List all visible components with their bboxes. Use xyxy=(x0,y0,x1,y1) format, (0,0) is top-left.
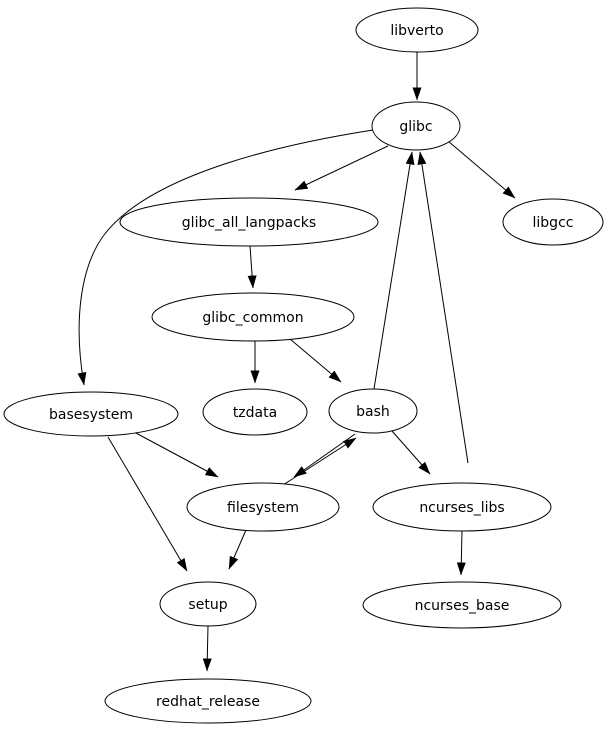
node-ellipse-glibc xyxy=(371,101,461,151)
node-label-redhat_release: redhat_release xyxy=(156,694,260,710)
node-ellipse-tzdata xyxy=(202,388,308,436)
node-label-bash: bash xyxy=(356,404,390,420)
edges-layer xyxy=(77,52,516,672)
node-bash: bash xyxy=(328,388,418,434)
edge-ncurses_libs-to-glibc xyxy=(417,151,469,464)
node-ncurses_libs: ncurses_libs xyxy=(372,482,552,532)
node-ellipse-ncurses_libs xyxy=(372,482,552,532)
node-libgcc: libgcc xyxy=(502,198,604,246)
edge-bash-to-glibc xyxy=(373,151,415,390)
node-glibc: glibc xyxy=(371,101,461,151)
edge-filesystem-to-setup xyxy=(228,529,247,570)
node-label-libverto: libverto xyxy=(390,23,443,39)
edge-glibc-to-basesystem xyxy=(77,129,374,386)
node-basesystem: basesystem xyxy=(3,391,179,437)
edge-basesystem-to-filesystem xyxy=(133,431,219,478)
node-filesystem: filesystem xyxy=(186,482,340,532)
node-ellipse-libverto xyxy=(355,7,479,53)
node-label-filesystem: filesystem xyxy=(227,500,299,516)
node-label-libgcc: libgcc xyxy=(533,215,574,231)
edge-glibc_all_langpacks-to-glibc_common xyxy=(247,245,257,289)
edge-setup-to-redhat_release xyxy=(202,625,212,672)
node-redhat_release: redhat_release xyxy=(104,678,312,724)
node-label-setup: setup xyxy=(188,597,227,613)
node-label-glibc_all_langpacks: glibc_all_langpacks xyxy=(182,215,316,231)
edge-filesystem-to-bash xyxy=(282,437,357,486)
edge-glibc_common-to-bash xyxy=(289,338,342,383)
node-ellipse-ncurses_base xyxy=(362,581,562,629)
edge-ncurses_libs-to-ncurses_base xyxy=(456,530,466,576)
node-ellipse-redhat_release xyxy=(104,678,312,724)
node-label-glibc_common: glibc_common xyxy=(202,310,303,326)
node-label-ncurses_libs: ncurses_libs xyxy=(419,500,504,516)
node-glibc_all_langpacks: glibc_all_langpacks xyxy=(119,197,379,247)
node-ellipse-basesystem xyxy=(3,391,179,437)
edge-bash-to-ncurses_libs xyxy=(391,430,431,475)
node-ellipse-libgcc xyxy=(502,198,604,246)
edge-glibc-to-glibc_all_langpacks xyxy=(294,145,389,191)
edge-glibc-to-libgcc xyxy=(447,140,516,199)
node-ellipse-setup xyxy=(159,581,257,627)
node-label-ncurses_base: ncurses_base xyxy=(415,598,510,614)
node-label-glibc: glibc xyxy=(399,119,432,135)
edge-basesystem-to-setup xyxy=(107,436,188,572)
edge-bash-to-filesystem xyxy=(293,433,356,478)
node-ellipse-bash xyxy=(328,388,418,434)
nodes-layer: libverto glibc glibc_all_langpacks libgcc gl… xyxy=(3,7,604,724)
node-ncurses_base: ncurses_base xyxy=(362,581,562,629)
node-libverto: libverto xyxy=(355,7,479,53)
node-ellipse-glibc_all_langpacks xyxy=(119,197,379,247)
node-setup: setup xyxy=(159,581,257,627)
node-label-tzdata: tzdata xyxy=(233,405,277,421)
node-ellipse-filesystem xyxy=(186,482,340,532)
node-label-basesystem: basesystem xyxy=(49,407,133,423)
node-ellipse-glibc_common xyxy=(151,292,355,342)
node-glibc_common: glibc_common xyxy=(151,292,355,342)
node-tzdata: tzdata xyxy=(202,388,308,436)
